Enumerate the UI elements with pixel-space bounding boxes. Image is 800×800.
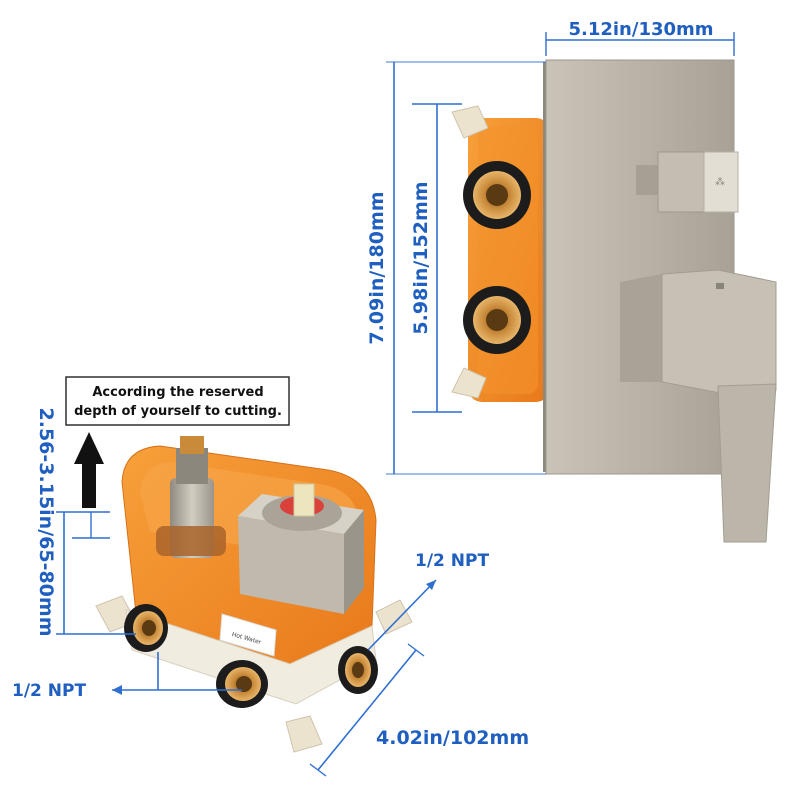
cut-depth-label: 2.56-3.15in/65-80mm <box>35 408 57 637</box>
svg-text:⁂: ⁂ <box>715 176 725 188</box>
cut-depth-dimension: 2.56-3.15in/65-80mm <box>35 408 136 637</box>
right-npt-callout: 1/2 NPT <box>367 551 489 651</box>
plate-width-label: 5.12in/130mm <box>568 19 713 40</box>
hot-water-sticker: Hot Water <box>219 613 277 657</box>
plate-height-dimension: 7.09in/180mm <box>366 61 546 475</box>
note-line-2: depth of yourself to cutting. <box>74 404 282 419</box>
mount-ear-icon <box>375 599 413 635</box>
plate-width-dimension: 5.12in/130mm <box>545 19 735 56</box>
right-npt-label: 1/2 NPT <box>415 551 489 571</box>
mount-ear-icon <box>285 715 323 753</box>
trim-plate: ⁂ <box>543 59 777 543</box>
diverter-knob-icon: ⁂ <box>636 151 739 213</box>
box-height-label: 5.98in/152mm <box>410 181 432 334</box>
plate-height-label: 7.09in/180mm <box>366 191 388 344</box>
upper-port-icon <box>463 161 531 229</box>
left-npt-label: 1/2 NPT <box>12 681 86 701</box>
front-port-icon <box>216 660 268 708</box>
box-depth-dimension: 4.02in/102mm <box>309 643 529 777</box>
left-port-icon <box>124 604 168 652</box>
cartridge-stem-icon <box>156 436 226 558</box>
cutting-depth-note: According the reserved depth of yourself… <box>65 376 290 426</box>
up-arrow-icon <box>74 432 104 508</box>
lever-handle-icon <box>620 269 777 543</box>
box-depth-label: 4.02in/102mm <box>376 727 529 749</box>
rough-in-valve-illustration: Hot Water <box>95 436 413 753</box>
right-port-icon <box>338 646 378 694</box>
diverter-cube-icon <box>238 483 364 614</box>
lower-port-icon <box>463 286 531 354</box>
trim-assembly-illustration: ⁂ 5.12in/130mm 7.09in/180mm <box>366 19 777 543</box>
left-npt-callout: 1/2 NPT <box>12 652 242 701</box>
rough-in-box-back <box>451 105 550 402</box>
note-line-1: According the reserved <box>92 385 263 400</box>
box-height-dimension: 5.98in/152mm <box>410 103 462 413</box>
